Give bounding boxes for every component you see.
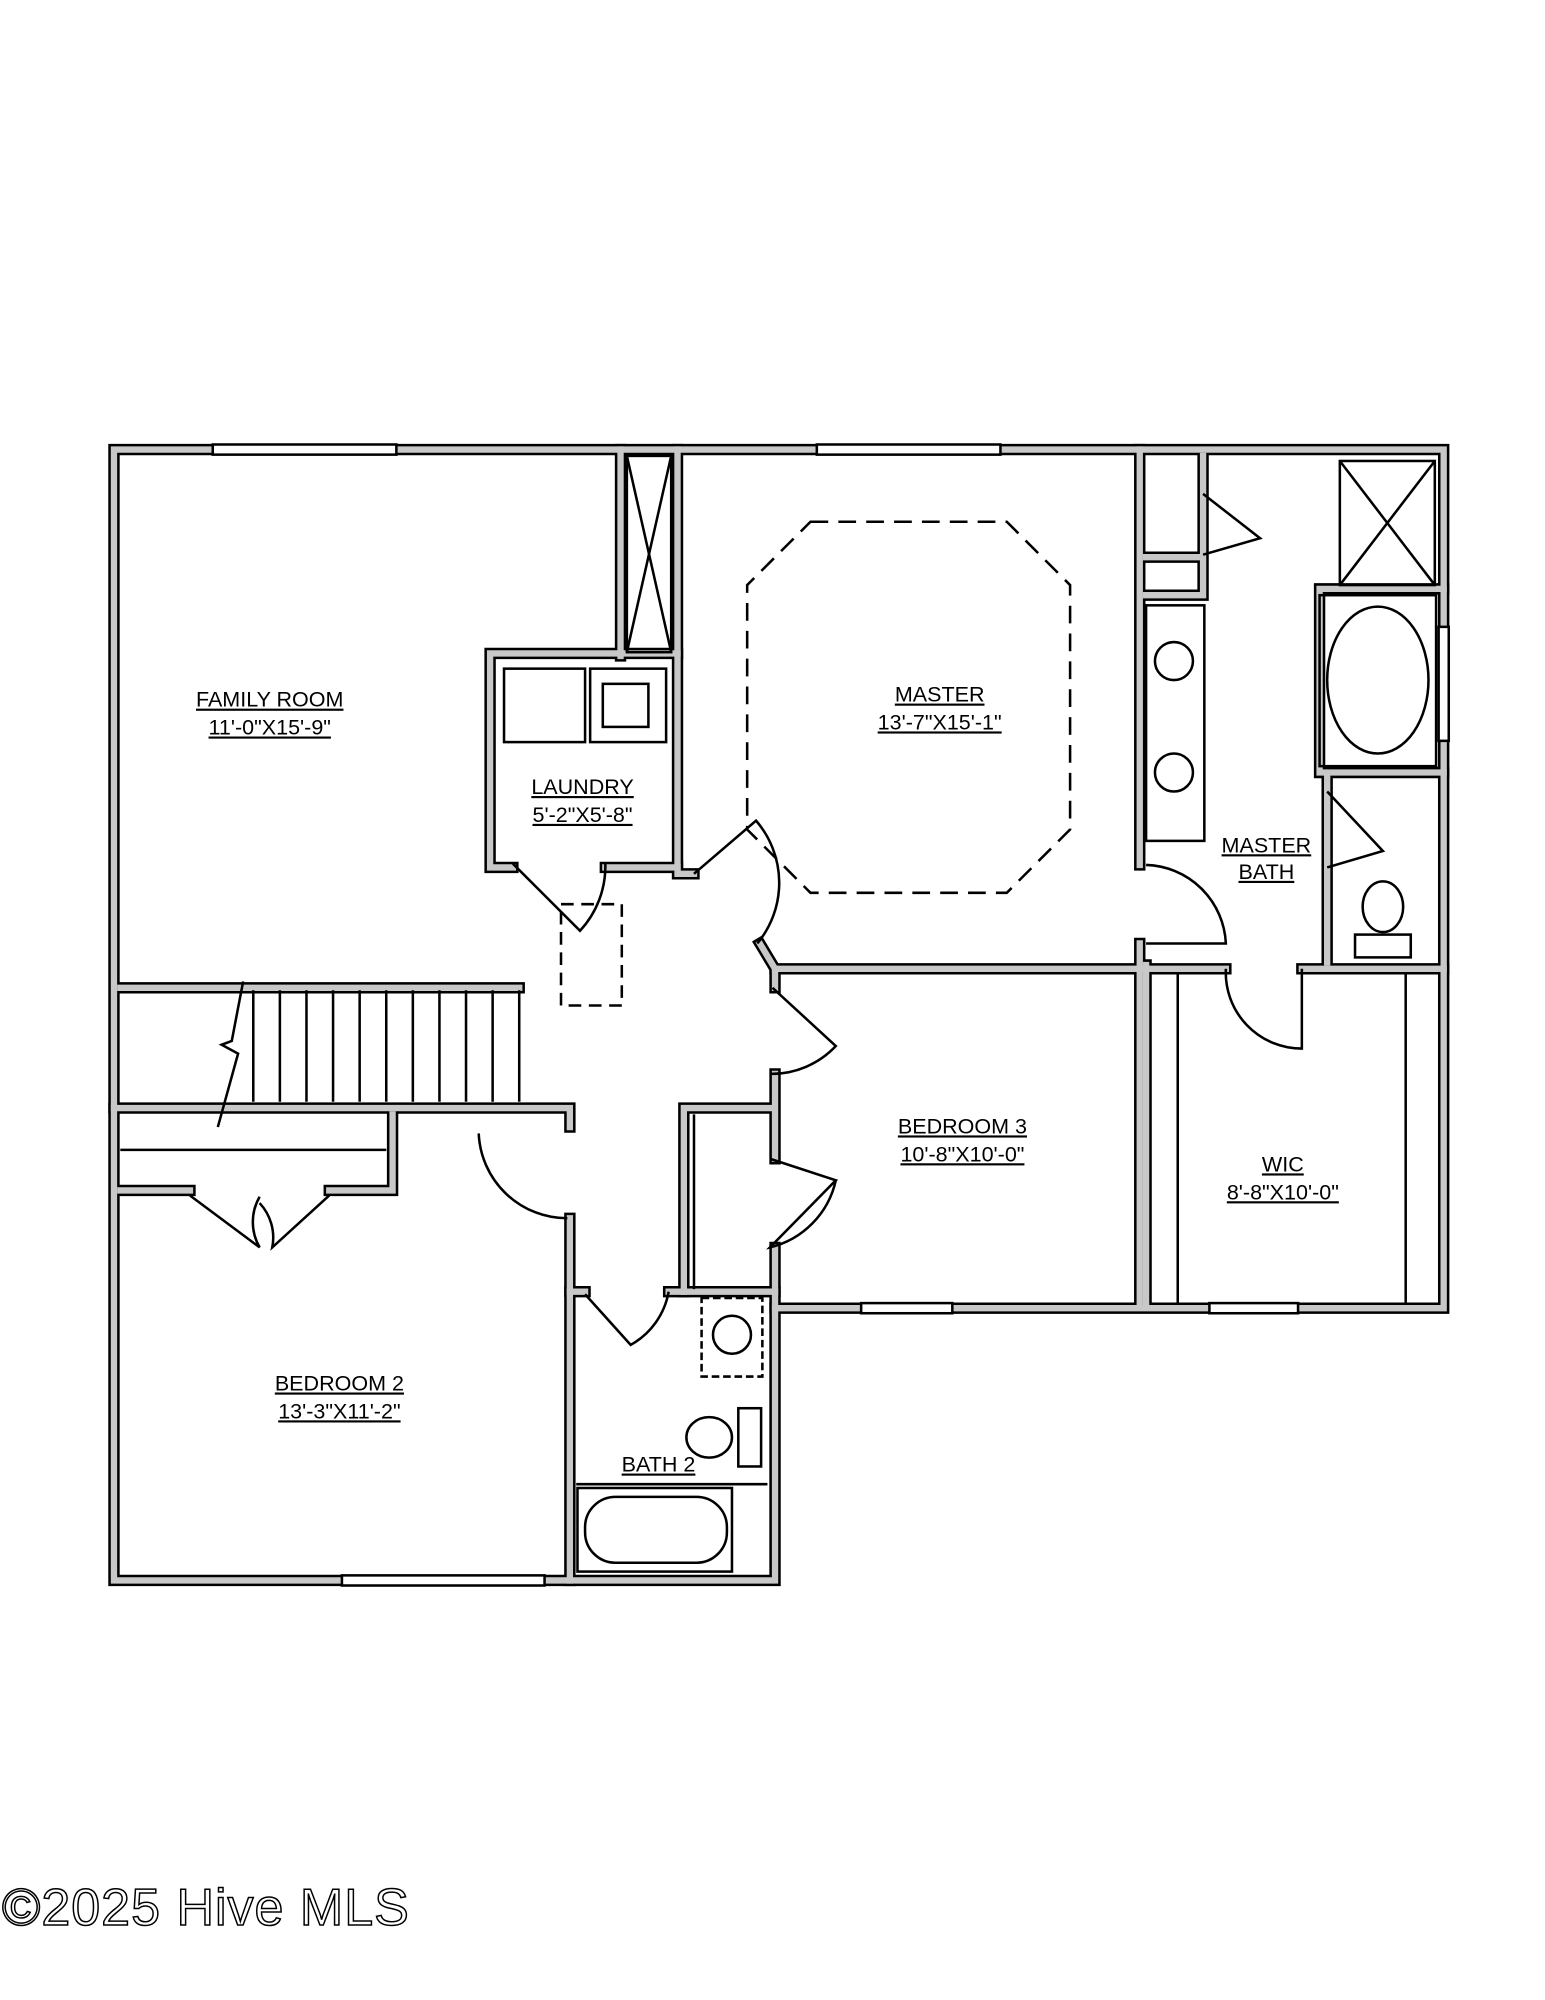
wall (1316, 585, 1447, 966)
room-name: BEDROOM 2 (275, 1371, 404, 1395)
wall (1142, 452, 1207, 599)
room-name: BEDROOM 3 (898, 1114, 1027, 1138)
room-name: WIC (1262, 1152, 1304, 1176)
room-size: 13'-7"X15'-1" (878, 710, 1002, 734)
wall (678, 1102, 776, 1298)
wall (110, 1104, 574, 1131)
watermark: ©2025 Hive MLS (1, 1878, 410, 1938)
room-name: FAMILY ROOM (196, 688, 343, 712)
wall (114, 1108, 399, 1197)
room-size: 13'-3"X11'-2" (278, 1399, 400, 1423)
room-name: MASTER (1222, 833, 1312, 857)
windows (211, 443, 1451, 1587)
room-size: 5'-2"X5'-8" (533, 803, 633, 827)
wall (1140, 450, 1209, 601)
wall (680, 1104, 774, 1295)
fixtures (120, 454, 1438, 1573)
room-size: 10'-8"X10'-0" (900, 1142, 1024, 1166)
room-size: 11'-0"X15'-9" (209, 716, 331, 740)
room-name: LAUNDRY (531, 775, 633, 799)
room-name: MASTER (895, 683, 985, 707)
wall (755, 939, 779, 1312)
room-size: BATH (1238, 860, 1294, 884)
wall (117, 1111, 396, 1194)
room-labels: FAMILY ROOM 11'-0"X15'-9" LAUNDRY 5'-2"X… (196, 683, 1339, 1477)
room-name: BATH 2 (622, 1453, 696, 1477)
wall (674, 446, 698, 877)
room-size: 8'-8"X10'-0" (1227, 1180, 1339, 1204)
